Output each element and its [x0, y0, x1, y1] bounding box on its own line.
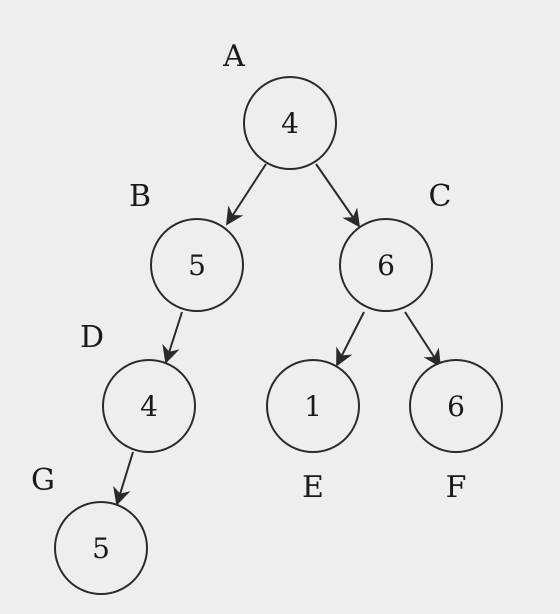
node-c-circle — [339, 218, 433, 312]
edge-a-b — [226, 163, 267, 226]
node-f-circle — [409, 359, 503, 453]
node-c: 6 C — [339, 179, 452, 312]
node-e-label: E — [302, 470, 324, 505]
node-d-value: 4 — [140, 390, 158, 423]
edges — [113, 163, 441, 506]
node-f: 6 F — [409, 359, 503, 505]
node-e-value: 1 — [304, 390, 322, 423]
node-a: 4 A — [222, 39, 337, 170]
node-b-value: 5 — [188, 249, 206, 282]
node-g-label: G — [31, 463, 55, 498]
node-a-value: 4 — [281, 107, 299, 140]
node-e-circle — [266, 359, 360, 453]
node-d-label: D — [80, 320, 104, 355]
node-g-circle — [54, 501, 148, 595]
node-d-circle — [102, 359, 196, 453]
node-b-label: B — [129, 179, 151, 214]
node-b-circle — [150, 218, 244, 312]
node-e: 1 E — [266, 359, 360, 505]
node-c-label: C — [429, 179, 452, 214]
node-b: 5 B — [129, 179, 244, 312]
node-d: 4 D — [80, 320, 196, 453]
node-g-value: 5 — [92, 532, 110, 565]
node-c-value: 6 — [377, 249, 395, 282]
edge-a-c — [315, 163, 361, 228]
edge-d-g — [113, 451, 134, 506]
node-f-label: F — [446, 470, 467, 505]
edge-c-e — [336, 311, 365, 367]
edge-b-d — [162, 311, 183, 364]
node-g: 5 G — [31, 463, 148, 595]
node-a-label: A — [222, 39, 245, 74]
node-a-circle — [243, 76, 337, 170]
node-f-value: 6 — [447, 390, 465, 423]
edge-c-f — [404, 311, 441, 368]
